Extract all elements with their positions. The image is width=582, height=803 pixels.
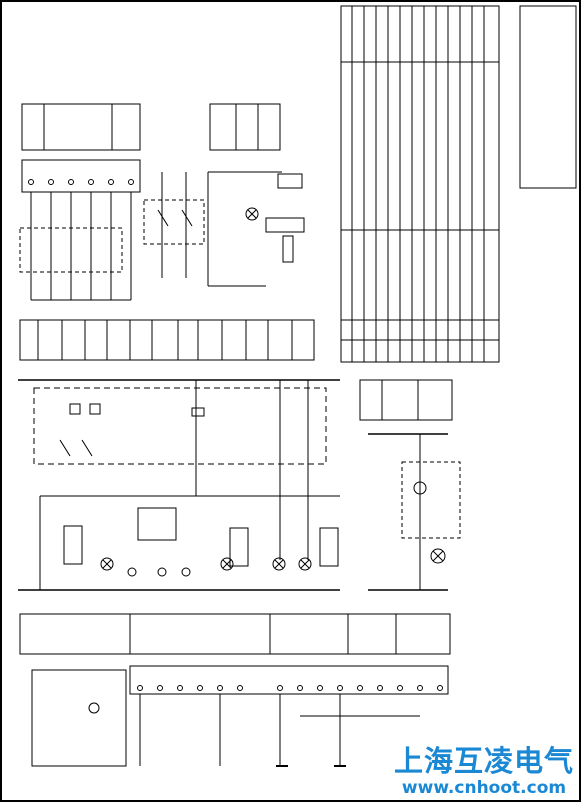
terminal-block-top-left [19, 159, 141, 301]
brand-watermark: 上海互凌电气 www.cnhoot.com [392, 744, 576, 798]
watermark-brand-text: 上海互凌电气 [393, 744, 574, 778]
bottom-label-row [19, 613, 451, 655]
right-auxiliary-circuit [359, 379, 461, 591]
lamp-circuit [207, 171, 305, 287]
legend-boxes [21, 103, 281, 151]
switch-group-mid [143, 172, 205, 278]
control-header-row [19, 319, 315, 361]
parts-table [340, 5, 577, 363]
bottom-wiring [31, 665, 449, 767]
watermark-url: www.cnhoot.com [401, 778, 567, 798]
main-control-circuit [18, 379, 340, 591]
